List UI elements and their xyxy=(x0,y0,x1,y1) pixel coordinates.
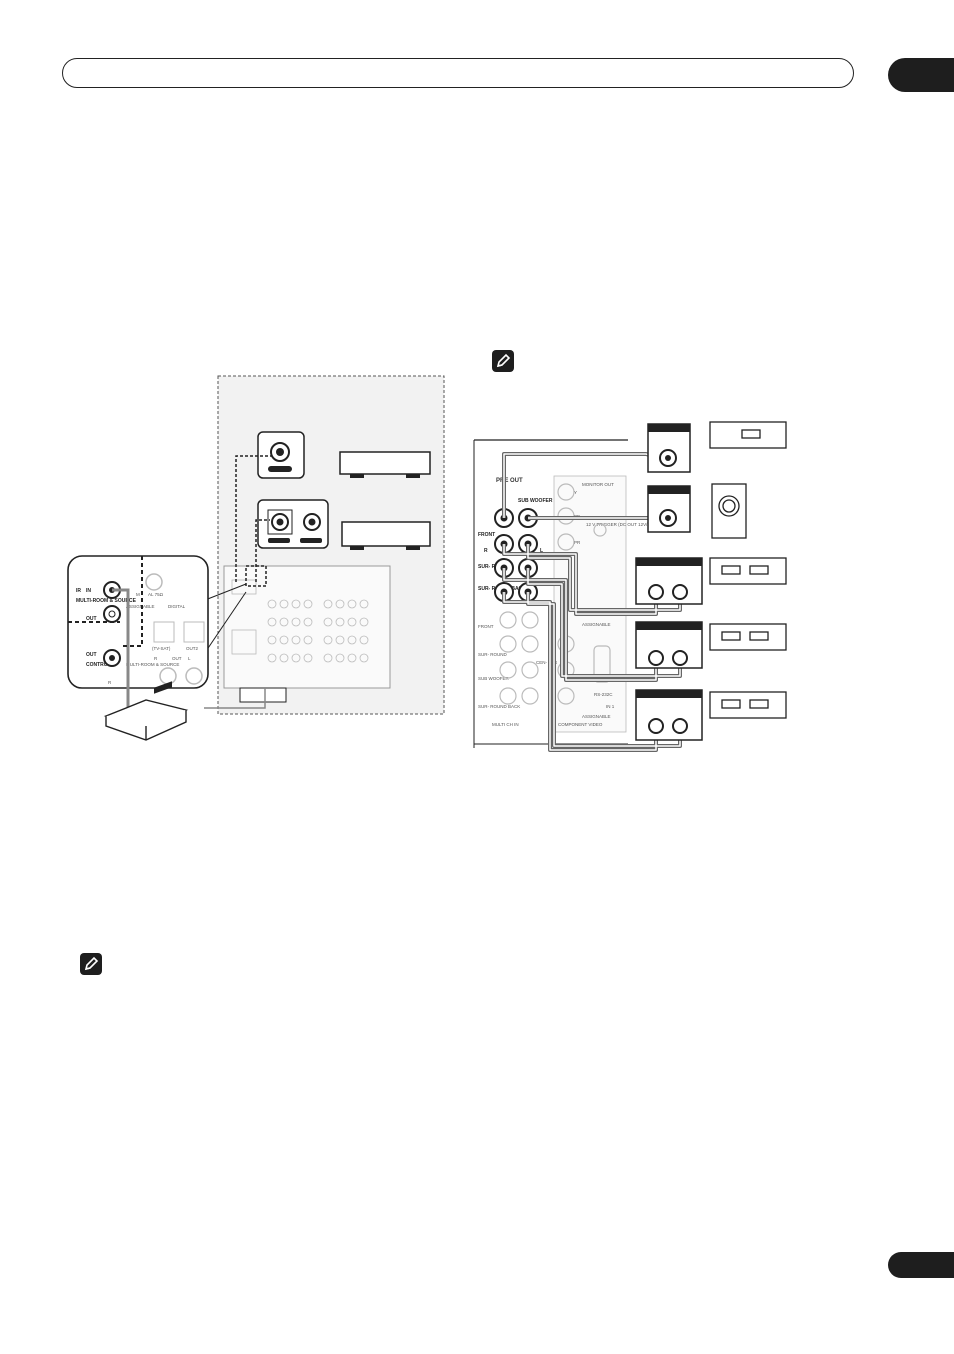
svg-text:AL 75Ω: AL 75Ω xyxy=(148,592,164,597)
amplifier-inputs xyxy=(635,423,703,741)
note-icon xyxy=(492,350,514,372)
label-r: R xyxy=(484,548,488,554)
label-center: CEN- TER xyxy=(536,660,558,665)
label-control: CONTROL xyxy=(86,662,111,668)
svg-text:ASSIGNABLE: ASSIGNABLE xyxy=(126,604,155,609)
amplifier-units xyxy=(709,421,787,719)
receiver-rear-panel xyxy=(223,565,391,689)
svg-text:OUT: OUT xyxy=(172,656,182,661)
label-multiroom-source: MULTI-ROOM & SOURCE xyxy=(76,598,137,604)
control-connection-diagram: IR IN MULTI-ROOM & SOURCE OUT OUT CONTRO… xyxy=(67,375,445,741)
label-in1: IN 1 xyxy=(606,704,615,709)
svg-text:(TV-SAT): (TV-SAT) xyxy=(152,646,171,651)
component-unit-1 xyxy=(339,451,431,475)
label-assignable-2: ASSIGNABLE xyxy=(582,714,611,719)
label-assignable-1: ASSIGNABLE xyxy=(582,622,611,627)
label-trigger: 12 V TRIGGER (DC OUT 12V/ 100mA MAX) xyxy=(586,522,676,527)
label-monitor-out: MONITOR OUT xyxy=(582,482,614,487)
label-y: Y xyxy=(574,490,577,495)
label-surround-in: SUR- ROUND xyxy=(478,652,507,657)
label-multi-ch-in: MULTI CH IN xyxy=(492,722,519,727)
svg-text:OUT2: OUT2 xyxy=(186,646,198,651)
label-ir: IR xyxy=(76,588,81,594)
svg-text:R: R xyxy=(108,680,112,685)
label-rs232c: RS-232C xyxy=(594,692,613,697)
label-subwoofer: SUB WOOFER xyxy=(518,498,553,504)
pre-out-connection-diagram: PRE OUT SUB WOOFER MONITOR OUT 12 V TRIG… xyxy=(473,421,787,752)
label-subwoofer-in: SUB WOOFER xyxy=(478,676,510,681)
svg-text:DIGITAL: DIGITAL xyxy=(168,604,186,609)
header-bar xyxy=(62,58,854,88)
svg-text:M: M xyxy=(136,592,140,597)
label-out-2: OUT xyxy=(86,652,97,658)
label-pre-out: PRE OUT xyxy=(496,478,523,484)
svg-text:R: R xyxy=(154,656,158,661)
label-l: L xyxy=(540,548,543,554)
label-pr: PR xyxy=(574,540,581,545)
label-in: IN xyxy=(86,588,91,594)
label-front-in: FRONT xyxy=(478,624,494,629)
label-surround-back-in: SUR- ROUND BACK xyxy=(478,704,520,709)
svg-text:L: L xyxy=(188,656,191,661)
label-front: FRONT xyxy=(478,532,495,538)
ir-receiver xyxy=(103,681,189,741)
chapter-tab xyxy=(888,58,954,92)
label-component-video: COMPONENT VIDEO xyxy=(558,722,603,727)
component-unit-2 xyxy=(341,521,431,547)
svg-text:MULTI-ROOM & SOURCE: MULTI-ROOM & SOURCE xyxy=(126,662,179,667)
label-out-1: OUT xyxy=(86,616,97,622)
note-icon xyxy=(80,953,102,975)
page-number-tab xyxy=(888,1252,954,1278)
